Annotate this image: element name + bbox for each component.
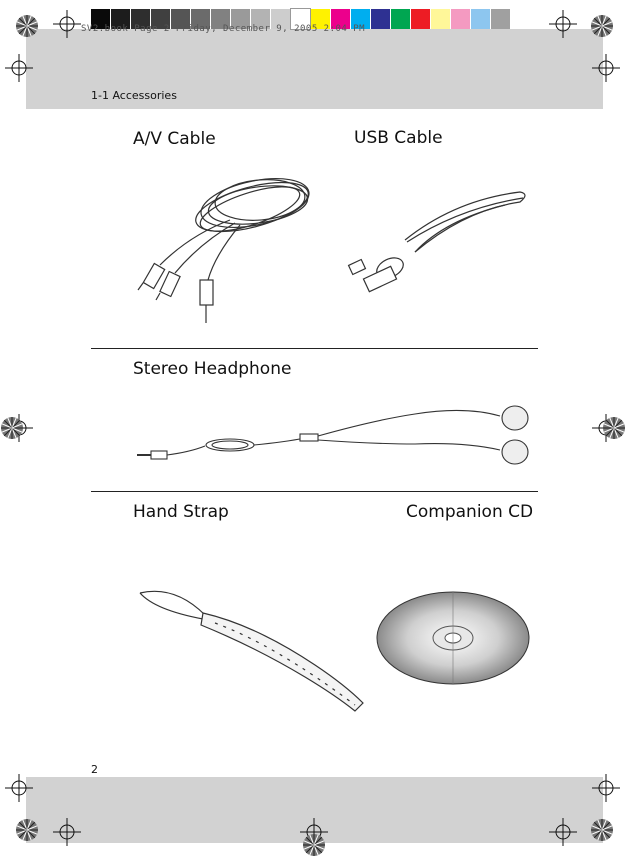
av-cable-title: A/V Cable — [133, 129, 216, 149]
registration-mark — [592, 54, 620, 82]
color-swatch — [411, 9, 430, 29]
color-swatch — [191, 9, 210, 29]
stereo-headphone-title: Stereo Headphone — [133, 359, 292, 379]
companion-cd-illustration — [376, 591, 530, 685]
registration-starburst — [1, 417, 23, 439]
header-band — [26, 29, 603, 109]
page-number: 2 — [91, 763, 98, 776]
color-swatch — [331, 9, 350, 29]
usb-cable-title: USB Cable — [354, 128, 443, 148]
registration-mark — [5, 774, 33, 802]
color-swatch — [131, 9, 150, 29]
section-title: 1-1 Accessories — [91, 89, 177, 102]
registration-mark — [592, 774, 620, 802]
hand-strap-title: Hand Strap — [133, 502, 229, 522]
av-cable-illustration — [137, 178, 310, 323]
registration-starburst — [16, 15, 38, 37]
registration-mark — [53, 10, 81, 38]
registration-starburst — [591, 15, 613, 37]
registration-mark — [5, 54, 33, 82]
color-swatch — [391, 9, 410, 29]
companion-cd-title: Companion CD — [406, 502, 534, 522]
color-swatch — [451, 9, 470, 29]
usb-cable-illustration — [347, 191, 526, 293]
color-swatch — [171, 9, 190, 29]
color-swatch — [471, 9, 490, 29]
registration-starburst — [303, 834, 325, 856]
registration-mark — [549, 10, 577, 38]
color-swatch — [111, 9, 130, 29]
color-swatch — [91, 9, 110, 29]
color-swatch — [231, 9, 250, 29]
divider — [91, 491, 538, 492]
color-swatch — [431, 9, 450, 29]
hand-strap-illustration — [139, 590, 364, 712]
divider — [91, 348, 538, 349]
color-swatch — [211, 9, 230, 29]
print-slug: SV2.book Page 2 Friday, December 9, 2005… — [81, 24, 366, 34]
color-swatch — [351, 9, 370, 29]
registration-starburst — [16, 819, 38, 841]
color-swatch — [311, 9, 330, 29]
color-swatch — [371, 9, 390, 29]
color-swatch — [251, 9, 270, 29]
registration-starburst — [603, 417, 625, 439]
registration-starburst — [591, 819, 613, 841]
color-calibration-bar — [91, 8, 511, 30]
color-swatch — [290, 8, 311, 30]
color-swatch — [271, 9, 290, 29]
registration-mark — [549, 818, 577, 846]
color-swatch — [491, 9, 510, 29]
stereo-headphone-illustration — [137, 405, 529, 465]
registration-mark — [53, 818, 81, 846]
color-swatch — [151, 9, 170, 29]
